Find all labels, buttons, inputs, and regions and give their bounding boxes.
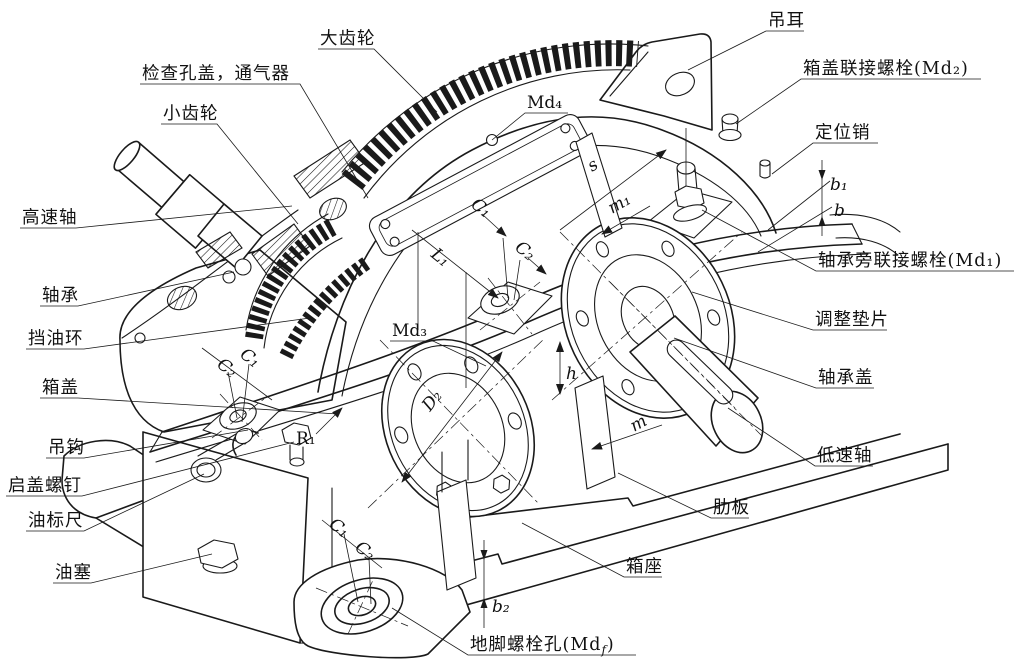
- dim-b: b: [834, 201, 845, 221]
- label-bearing: 轴承: [42, 286, 79, 306]
- label-box-seat: 箱座: [626, 557, 663, 577]
- label-locating-pin: 定位销: [815, 123, 871, 143]
- label-oil-retaining-ring: 挡油环: [28, 329, 84, 349]
- seat-front-wall: [142, 431, 309, 644]
- large-gear-teeth: [341, 40, 649, 199]
- lifting-ear-shape: [599, 33, 713, 131]
- label-box-cover: 箱盖: [42, 378, 79, 398]
- dim-r1: R₁: [296, 429, 316, 449]
- label-adjusting-shim: 调整垫片: [815, 310, 889, 330]
- label-oil-plug: 油塞: [55, 563, 92, 583]
- dim-b1: b₁: [830, 175, 848, 195]
- bearing-side-bolt-md1: [672, 161, 708, 222]
- low-speed-shaft-shape: [629, 315, 764, 454]
- label-pinion: 小齿轮: [163, 104, 219, 124]
- cover-bolt-md2: [718, 113, 742, 142]
- dimension-lines: [201, 128, 833, 628]
- dim-l1: L₁: [426, 244, 453, 272]
- cut-hatch-3: [195, 231, 243, 269]
- locating-pin-shape: [759, 159, 771, 179]
- dim-md3: Md₃: [392, 321, 427, 341]
- dipstick-shape: [190, 427, 254, 483]
- label-high-speed-shaft: 高速轴: [22, 208, 78, 228]
- label-anchor-bolt-hole: 地脚螺栓孔(Mdf): [470, 635, 615, 657]
- dim-b2: b₂: [492, 597, 510, 617]
- label-large-gear: 大齿轮: [320, 29, 376, 49]
- parting-flange: [149, 189, 901, 463]
- cut-section-hatch: [166, 285, 198, 311]
- hardware: [190, 113, 771, 574]
- lifting-ear-hole: [665, 71, 695, 97]
- rib-top-thin: [575, 132, 623, 238]
- rib-front: [436, 479, 477, 591]
- dim-md4: Md₄: [527, 93, 562, 113]
- high-speed-shaft-shape: [113, 140, 263, 284]
- leader-lines: [6, 30, 1014, 656]
- dim-c1-foot: C₁: [325, 514, 353, 542]
- breather-hole: [319, 197, 347, 221]
- label-rib-plate: 肋板: [713, 498, 750, 518]
- cover-lifting-screw-shape: [281, 422, 312, 467]
- box-cover-left-section: [119, 209, 347, 433]
- inspection-cover-plate: [368, 114, 592, 256]
- label-bearing-cover: 轴承盖: [818, 368, 874, 388]
- bearing-ball: [234, 258, 252, 276]
- rib-rear: [574, 375, 616, 490]
- label-cover-lifting-screw: 启盖螺钉: [8, 476, 82, 496]
- gearbox-drawing: [61, 33, 949, 659]
- pinion-teeth: [245, 213, 372, 360]
- label-lifting-ear: 吊耳: [768, 11, 805, 31]
- label-inspection-cover-breather: 检查孔盖，通气器: [142, 64, 290, 84]
- dim-h: h: [566, 364, 577, 384]
- label-lifting-hook: 吊钩: [48, 438, 85, 458]
- base-and-feet: [61, 431, 949, 659]
- rib-plates: [436, 132, 623, 591]
- label-oil-dipstick: 油标尺: [28, 511, 84, 531]
- anchor-bolt-hole: [347, 595, 377, 617]
- oil-plug-shape: [197, 539, 239, 574]
- label-low-speed-shaft: 低速轴: [817, 446, 873, 466]
- label-cover-connecting-bolt: 箱盖联接螺栓(Md₂): [803, 59, 969, 79]
- label-bearing-side-connecting-bolt: 轴承旁联接螺栓(Md₁): [818, 251, 1002, 271]
- dim-c2-top: C₂: [511, 237, 539, 265]
